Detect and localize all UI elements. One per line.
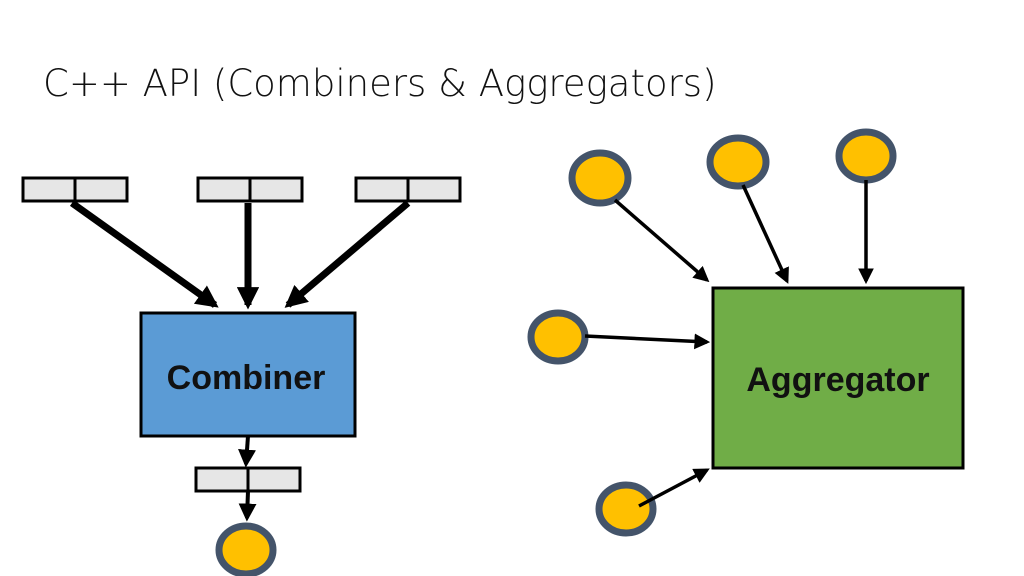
combiner-node: Combiner — [139, 311, 357, 438]
combiner-input-arrow-1 — [69, 200, 219, 308]
aggregator-label: Aggregator — [746, 361, 929, 399]
message-cell — [406, 176, 462, 203]
message-cell — [196, 176, 252, 203]
slide-title: C++ API (Combiners & Aggregators) — [43, 62, 717, 105]
aggregator-arrow-5 — [638, 468, 710, 508]
combiner-input-arrow-3 — [284, 200, 411, 308]
message-cell — [73, 176, 129, 203]
message-cell — [354, 176, 410, 203]
message-cell — [248, 176, 304, 203]
aggregator-vertex-5 — [595, 481, 657, 537]
aggregator-arrow-4 — [584, 333, 711, 350]
combiner-output-arrow — [238, 435, 257, 468]
message-cell — [246, 466, 302, 493]
combiner-to-vertex-arrow — [238, 490, 257, 522]
aggregator-vertex-1 — [568, 149, 632, 207]
aggregator-vertex-4 — [527, 309, 589, 365]
aggregator-arrow-1 — [613, 198, 710, 283]
aggregator-vertex-3 — [835, 128, 897, 184]
combiner-input-message-2 — [196, 176, 304, 203]
combiner-input-message-3 — [354, 176, 462, 203]
aggregator-node: Aggregator — [711, 286, 965, 470]
aggregator-arrow-2 — [741, 184, 789, 284]
message-cell — [21, 176, 77, 203]
combiner-input-message-1 — [21, 176, 129, 203]
combiner-label: Combiner — [167, 359, 326, 397]
combiner-output-message — [194, 466, 302, 493]
aggregator-vertex-2 — [706, 134, 770, 190]
message-cell — [194, 466, 250, 493]
combiner-target-vertex — [215, 522, 277, 576]
